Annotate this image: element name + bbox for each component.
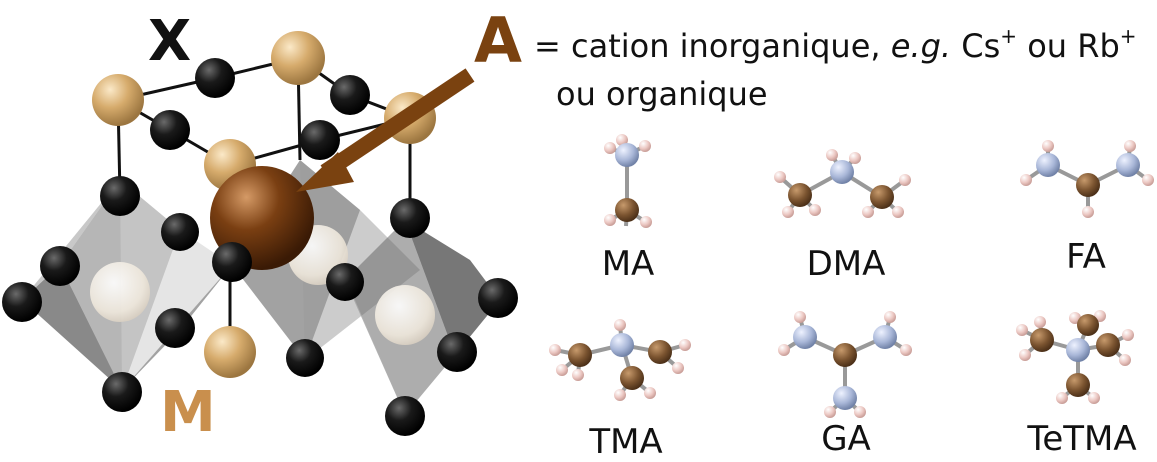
nitrogen-atom — [610, 333, 634, 357]
carbon-atom — [1030, 328, 1054, 352]
definition-prefix: = cation inorganique, — [534, 27, 891, 65]
carbon-atom — [1076, 173, 1100, 197]
nitrogen-atom — [1116, 153, 1140, 177]
definition-line-1: = cation inorganique, e.g. Cs+ ou Rb+ — [534, 26, 1137, 65]
carbon-atom — [788, 183, 812, 207]
nitrogen-atom — [1036, 153, 1060, 177]
x-atom — [100, 176, 140, 216]
x-atom — [150, 110, 190, 150]
definition-rb: ou Rb — [1017, 27, 1120, 65]
carbon-atom — [620, 366, 644, 390]
x-anions — [2, 58, 518, 436]
molecule-label-ma: MA — [601, 244, 655, 284]
m-atom — [271, 31, 325, 85]
definition-eg: e.g. — [890, 27, 952, 65]
x-atom — [102, 372, 142, 412]
m-label: M — [160, 380, 216, 445]
definition-line-2: ou organique — [556, 75, 768, 113]
nitrogen-atom — [793, 325, 817, 349]
x-atom — [286, 339, 324, 377]
molecule-label-tetma: TeTMA — [1027, 419, 1137, 459]
a-label: A — [474, 4, 522, 77]
m-atom — [204, 326, 256, 378]
cs-charge: + — [1000, 24, 1018, 48]
carbon-atom — [870, 185, 894, 209]
molecule-label-ga: GA — [821, 419, 871, 459]
rb-charge: + — [1119, 24, 1137, 48]
x-atom — [330, 75, 370, 115]
x-atom — [212, 242, 252, 282]
carbon-atom — [648, 340, 672, 364]
x-atom — [385, 396, 425, 436]
a-arrow — [296, 68, 475, 192]
carbon-atom — [1077, 314, 1099, 336]
carbon-atom — [568, 343, 592, 367]
molecule-fa — [1020, 140, 1154, 218]
perovskite-structure — [2, 31, 518, 436]
molecule-tma — [549, 319, 691, 401]
x-atom — [161, 213, 199, 251]
x-atom — [437, 332, 477, 372]
molecule-ga — [778, 311, 912, 418]
x-atom — [390, 198, 430, 238]
carbon-atom — [833, 343, 857, 367]
molecule-ma — [604, 134, 652, 228]
centre-atom — [90, 262, 150, 322]
molecule-label-fa: FA — [1066, 237, 1106, 277]
nitrogen-atom — [833, 386, 857, 410]
x-label: X — [148, 9, 192, 74]
molecule-dma — [774, 149, 911, 218]
molecule-label-tma: TMA — [589, 422, 663, 462]
x-atom — [300, 120, 340, 160]
nitrogen-atom — [615, 143, 639, 167]
centre-atom — [375, 285, 435, 345]
carbon-atom — [1066, 373, 1090, 397]
molecule-tetma — [1016, 310, 1134, 404]
x-atom — [326, 263, 364, 301]
nitrogen-atom — [1066, 338, 1090, 362]
x-atom — [40, 246, 80, 286]
definition-cs: Cs — [951, 27, 1001, 65]
carbon-atom — [1096, 333, 1120, 357]
m-atom — [92, 74, 144, 126]
x-atom — [195, 58, 235, 98]
nitrogen-atom — [830, 160, 854, 184]
nitrogen-atom — [873, 325, 897, 349]
x-atom — [2, 282, 42, 322]
carbon-atom — [615, 198, 639, 222]
molecule-label-dma: DMA — [806, 244, 886, 284]
x-atom — [155, 308, 195, 348]
x-atom — [478, 278, 518, 318]
